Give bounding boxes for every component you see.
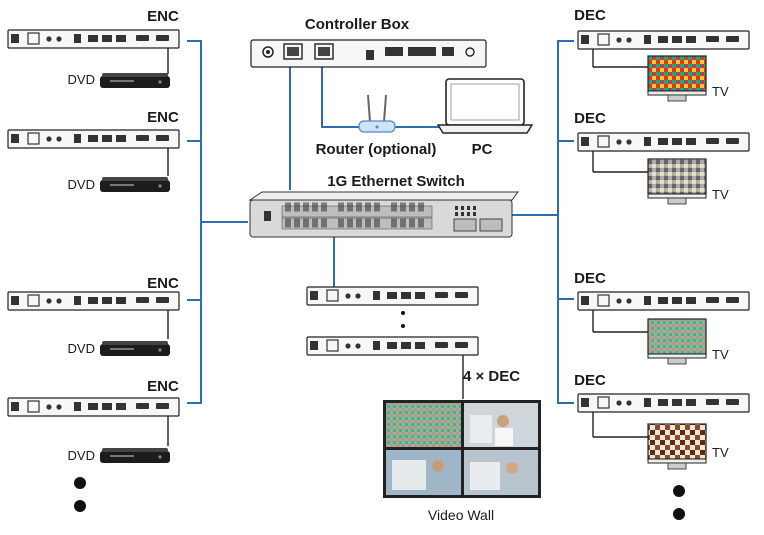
dec-bracket xyxy=(557,40,574,404)
router-icon xyxy=(358,94,396,133)
pc-icon xyxy=(436,78,534,134)
enc-label: ENC xyxy=(147,109,179,126)
dec-label: DEC xyxy=(574,372,606,389)
video-wall xyxy=(383,400,541,498)
enc-label: ENC xyxy=(147,8,179,25)
wall-decoder-2 xyxy=(306,336,479,356)
enc-label: ENC xyxy=(147,275,179,292)
dec-label: DEC xyxy=(574,7,606,24)
dec-label: DEC xyxy=(574,270,606,287)
more-dot xyxy=(673,485,685,497)
enc-bracket xyxy=(187,40,202,404)
encoder-2: ENC DVD xyxy=(7,109,180,192)
dvd-label: DVD xyxy=(68,72,95,87)
tv-label: TV xyxy=(712,445,729,460)
video-wall-label: Video Wall xyxy=(428,507,494,523)
ethernet-switch xyxy=(248,191,519,238)
tv-screen xyxy=(647,423,707,460)
encoder-1: ENC DVD xyxy=(7,8,180,88)
tv-screen xyxy=(647,318,707,355)
decoder-2: DEC TV xyxy=(574,110,750,205)
tv-label: TV xyxy=(712,347,729,362)
decoder-4: DEC TV xyxy=(574,372,750,470)
link-lines xyxy=(187,40,574,404)
dvd-label: DVD xyxy=(68,448,95,463)
enc-label: ENC xyxy=(147,378,179,395)
tv-label: TV xyxy=(712,84,729,99)
decoder-1: DEC TV xyxy=(574,7,750,102)
router-label: Router (optional) xyxy=(316,141,437,158)
more-dot xyxy=(401,324,405,328)
switch-label: 1G Ethernet Switch xyxy=(327,173,465,190)
four-dec-label: 4 × DEC xyxy=(463,368,520,385)
dvd-label: DVD xyxy=(68,177,95,192)
controller-box xyxy=(250,39,487,68)
dec-label: DEC xyxy=(574,110,606,127)
more-dot xyxy=(74,477,86,489)
controller-to-router xyxy=(321,67,360,128)
dvd-label: DVD xyxy=(68,341,95,356)
tv-screen xyxy=(647,55,707,92)
pc-label: PC xyxy=(472,141,493,158)
more-dot xyxy=(401,311,405,315)
tv-screen xyxy=(647,158,707,195)
more-dot xyxy=(673,508,685,520)
tv-label: TV xyxy=(712,187,729,202)
controller-box-label: Controller Box xyxy=(305,16,410,33)
more-dot xyxy=(74,500,86,512)
encoder-4: ENC DVD xyxy=(7,378,180,463)
decoder-3: DEC TV xyxy=(574,270,750,365)
encoder-3: ENC DVD xyxy=(7,275,180,356)
wall-decoder-1 xyxy=(306,286,479,306)
